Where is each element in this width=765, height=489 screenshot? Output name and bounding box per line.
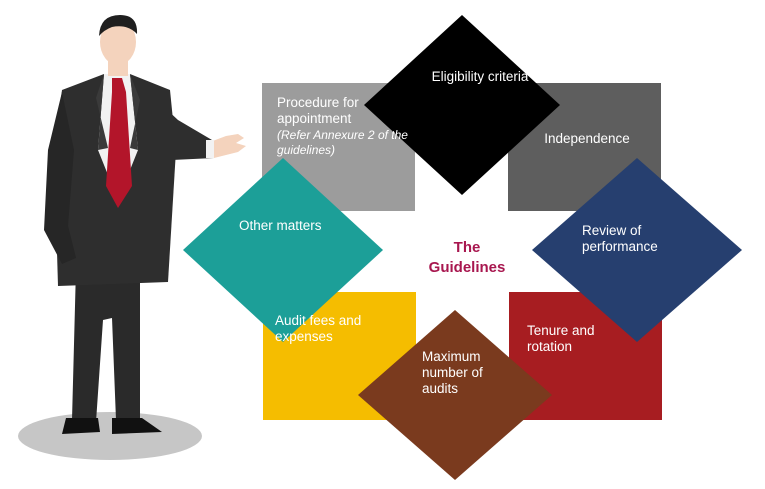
review-diamond	[532, 158, 742, 342]
review-label: Review of performance	[582, 223, 658, 254]
eligibility-diamond	[364, 15, 560, 195]
procedure-note: (Refer Annexure 2 of the guidelines)	[277, 128, 408, 157]
floor-shadow	[18, 412, 202, 460]
procedure-title: Procedure for appointment	[277, 95, 359, 126]
center-title-line1: The	[453, 239, 481, 256]
audit-fees-label: Audit fees and expenses	[275, 313, 362, 344]
businessman-figure	[18, 15, 246, 460]
other-matters-diamond	[183, 158, 383, 342]
max-audits-diamond	[358, 310, 552, 480]
center-title-line2: Guidelines	[428, 259, 506, 276]
tenure-label: Tenure and rotation	[527, 323, 595, 354]
other-matters-label: Other matters	[239, 218, 322, 233]
independence-label: Independence	[544, 131, 630, 146]
max-audits-label: Maximum number of audits	[422, 349, 483, 396]
procedure-label: Procedure for appointment (Refer Annexur…	[277, 95, 411, 158]
eligibility-label: Eligibility criteria	[431, 69, 529, 84]
center-title: The Guidelines	[412, 238, 522, 278]
